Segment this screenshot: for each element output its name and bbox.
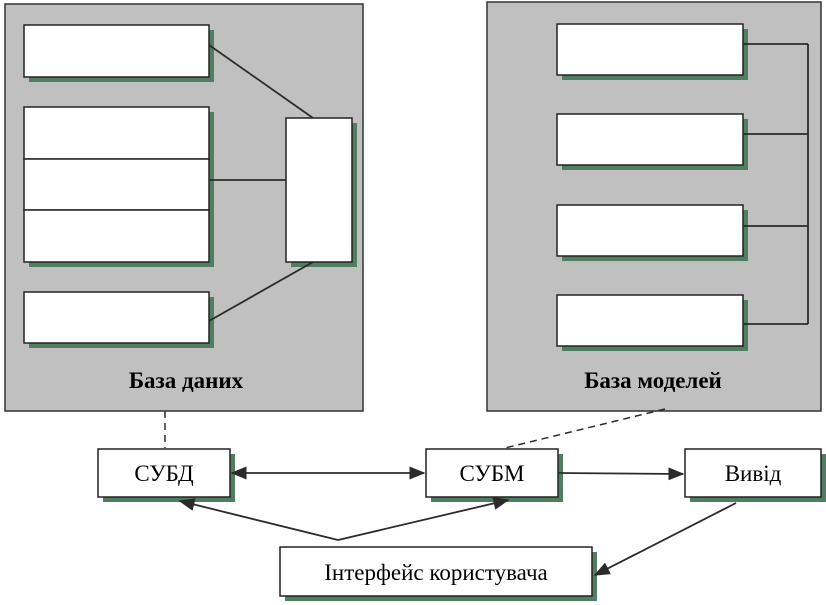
dbms-label: СУБД xyxy=(134,461,194,486)
relation-box xyxy=(285,117,357,267)
table-record-1 xyxy=(23,24,214,82)
modelbase-to-mbms-dashed xyxy=(504,408,666,449)
ui-to-dbms-arrow xyxy=(178,498,339,541)
mbms-output-arrow xyxy=(557,467,685,481)
output-label: Вивід xyxy=(725,461,782,486)
model-box-3 xyxy=(556,204,748,261)
output-node: Вивід xyxy=(684,448,826,502)
relation-link-3 xyxy=(208,261,314,322)
model-base-panel: База моделей xyxy=(486,1,822,412)
relation-link-1 xyxy=(208,44,314,119)
mbms-label: СУБМ xyxy=(460,461,525,486)
database-panel: База даних xyxy=(4,3,364,412)
table-stack xyxy=(23,106,214,267)
model-base-title: База моделей xyxy=(584,368,722,393)
table-record-2 xyxy=(23,291,214,348)
model-box-4 xyxy=(556,294,748,351)
database-title: База даних xyxy=(129,368,244,393)
dbms-node: СУБД xyxy=(97,448,235,502)
ui-label: Інтерфейс користувача xyxy=(324,560,548,585)
mbms-node: СУБМ xyxy=(425,448,563,502)
model-box-1 xyxy=(556,23,748,80)
model-bus-connector xyxy=(743,43,809,325)
model-box-2 xyxy=(556,113,748,170)
ui-to-mbms-arrow xyxy=(337,497,510,541)
output-to-ui-arrow xyxy=(593,502,737,576)
ui-node: Інтерфейс користувача xyxy=(279,546,597,601)
